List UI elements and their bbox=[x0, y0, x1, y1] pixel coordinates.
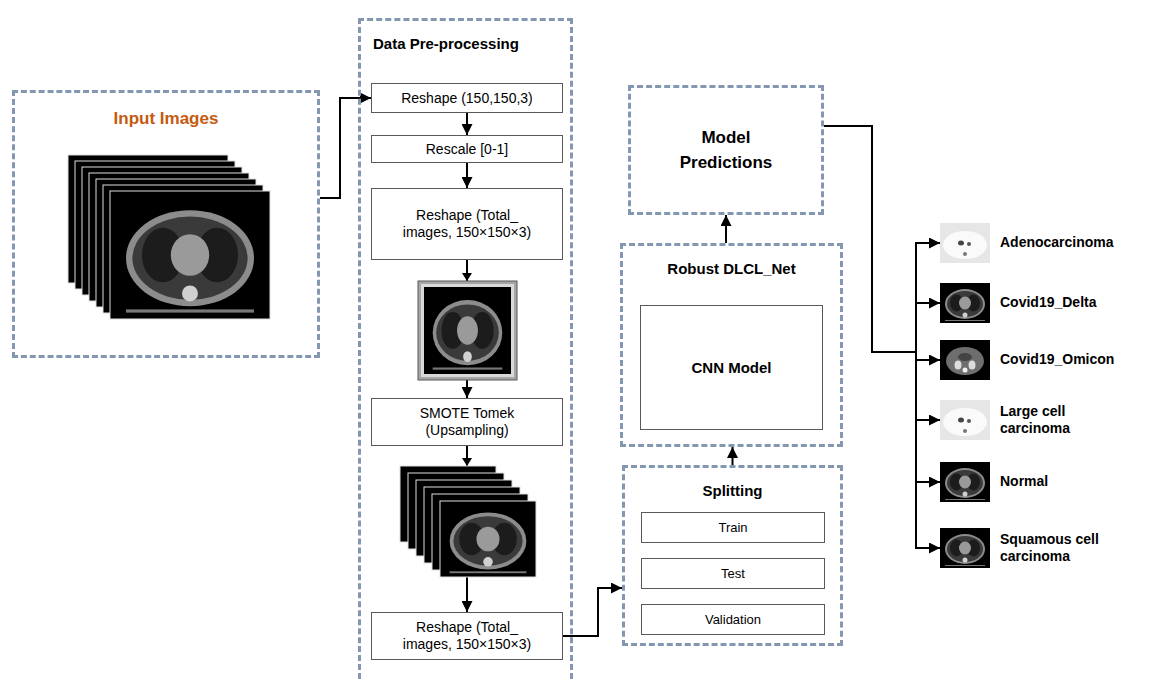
node-label: Train bbox=[718, 520, 747, 536]
predictions-panel: Model Predictions bbox=[628, 85, 824, 215]
node-label: Covid19_Omicon bbox=[1000, 351, 1114, 369]
arrow-head bbox=[462, 458, 472, 466]
ct-thumbnail bbox=[940, 400, 990, 440]
panel-title: Data Pre-processing bbox=[373, 35, 558, 52]
class-output: Normal bbox=[940, 460, 1130, 504]
ct-bevel-frame bbox=[421, 284, 514, 377]
class-output: Large cell carcinoma bbox=[940, 398, 1130, 442]
node-label: SMOTE Tomek (Upsampling) bbox=[397, 405, 537, 439]
ct-scan bbox=[110, 191, 270, 319]
ct-thumbnail bbox=[940, 462, 990, 502]
flow-arrow bbox=[320, 98, 371, 198]
class-output: Squamous cell carcinoma bbox=[940, 526, 1130, 570]
arrow-head bbox=[462, 273, 472, 281]
input-panel: Input Images bbox=[12, 90, 320, 358]
flow-arrow bbox=[732, 447, 734, 465]
ct-thumbnail bbox=[940, 283, 990, 323]
node-label: Rescale [0-1] bbox=[426, 141, 508, 158]
node-label: Reshape (Total_ images, 150×150×3) bbox=[397, 207, 537, 241]
split-box: Validation bbox=[641, 604, 825, 635]
process-box: Reshape (Total_ images, 150×150×3) bbox=[371, 188, 563, 260]
node-label: Validation bbox=[705, 612, 761, 628]
class-output: Adenocarcinoma bbox=[940, 221, 1130, 265]
process-box: Reshape (Total_ images, 150×150×3) bbox=[371, 612, 563, 660]
process-box: Reshape (150,150,3) bbox=[371, 83, 563, 113]
splitting-panel: SplittingTrainTestValidation bbox=[622, 465, 843, 646]
node-label: Test bbox=[721, 566, 745, 582]
process-box: SMOTE Tomek (Upsampling) bbox=[371, 398, 563, 446]
node-label: Large cell carcinoma bbox=[1000, 403, 1125, 438]
split-box: Train bbox=[641, 512, 825, 543]
flow-arrow bbox=[466, 163, 468, 188]
flow-arrow bbox=[466, 113, 468, 135]
node-label: CNN Model bbox=[692, 359, 772, 377]
node-label: Reshape (150,150,3) bbox=[401, 90, 533, 107]
panel-title: Input Images bbox=[15, 109, 317, 129]
ct-thumbnail bbox=[940, 528, 990, 568]
node-label: Reshape (Total_ images, 150×150×3) bbox=[397, 619, 537, 653]
ct-bevel-frame bbox=[418, 281, 517, 380]
panel-title: Splitting bbox=[625, 482, 840, 499]
split-box: Test bbox=[641, 558, 825, 589]
panel-title: Robust DLCL_Net bbox=[623, 260, 840, 277]
preprocessing-panel: Data Pre-processingReshape (150,150,3) Re… bbox=[358, 18, 573, 682]
node-label: Model Predictions bbox=[666, 125, 786, 176]
model-panel: Robust DLCL_NetCNN Model bbox=[620, 243, 843, 447]
ct-scan bbox=[424, 287, 511, 374]
model-box: CNN Model bbox=[640, 305, 823, 430]
class-output: Covid19_Delta bbox=[940, 281, 1130, 325]
ct-thumbnail bbox=[940, 340, 990, 380]
node-label: Covid19_Delta bbox=[1000, 294, 1096, 312]
node-label: Squamous cell carcinoma bbox=[1000, 531, 1125, 566]
node-label: Normal bbox=[1000, 473, 1048, 491]
ct-frame bbox=[440, 501, 536, 577]
process-box: Rescale [0-1] bbox=[371, 135, 563, 163]
flow-arrow bbox=[725, 215, 727, 243]
ct-frame bbox=[110, 191, 270, 319]
node-label: Adenocarcinoma bbox=[1000, 234, 1114, 252]
class-output: Covid19_Omicon bbox=[940, 338, 1130, 382]
ct-scan bbox=[440, 501, 536, 577]
ct-thumbnail bbox=[940, 223, 990, 263]
